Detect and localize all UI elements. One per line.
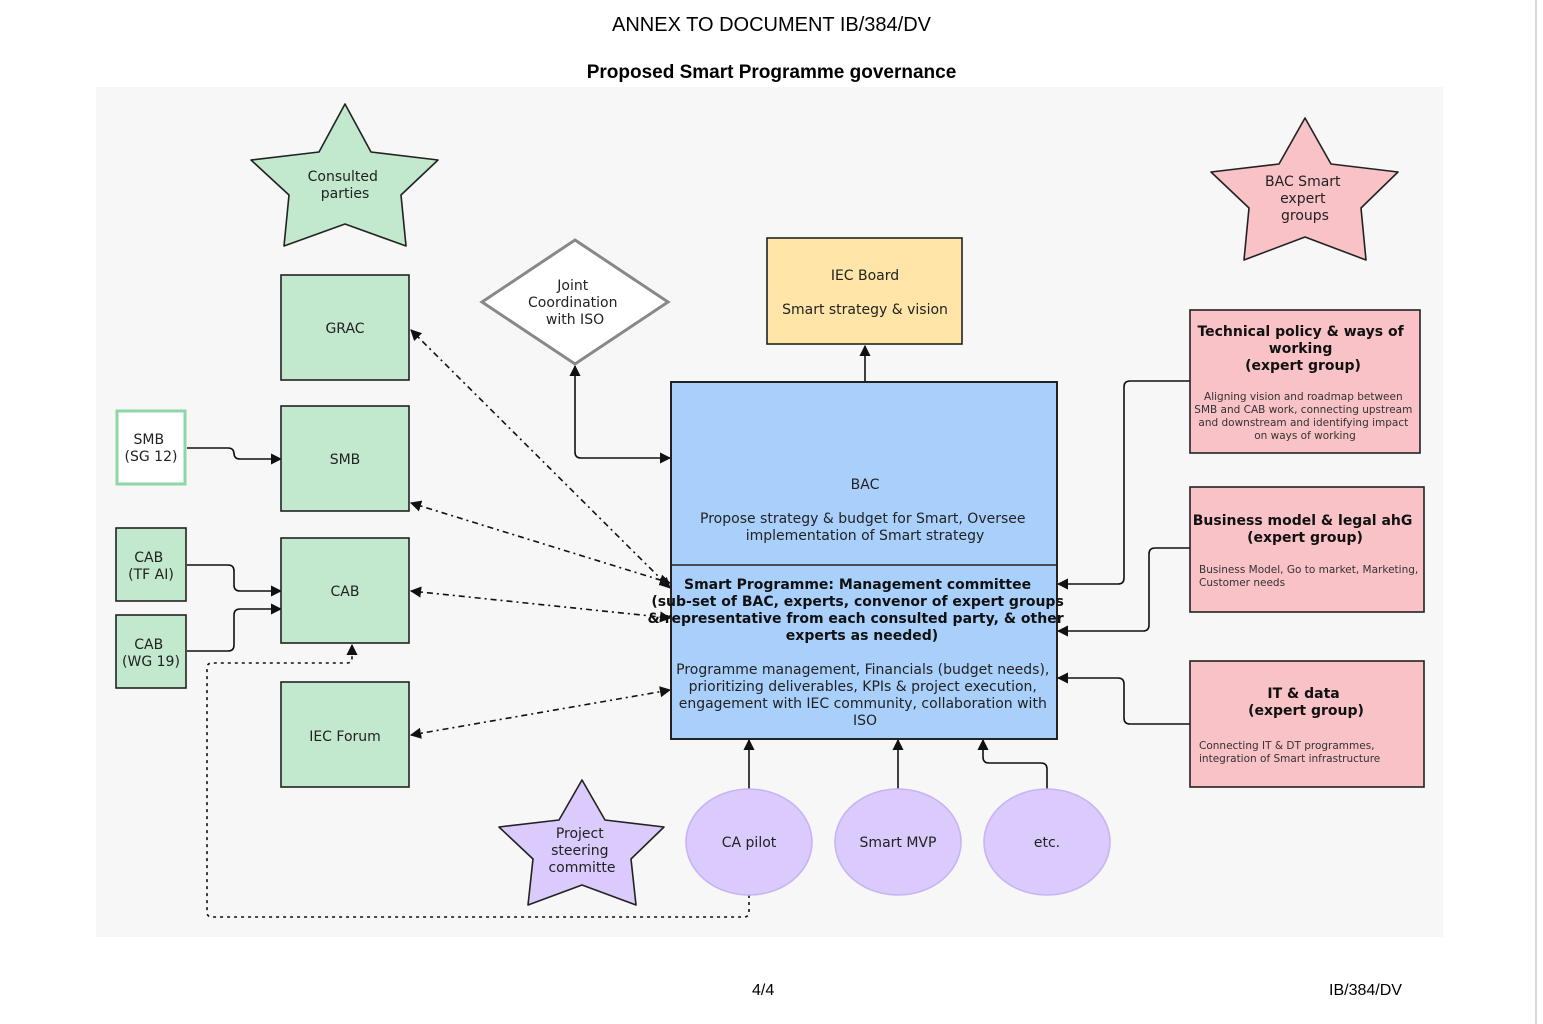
iec-board-box: IEC Board Smart strategy & vision [766,237,963,345]
svg-text:CAB: CAB [331,584,360,600]
connector-sg12-smb [187,447,283,465]
cab-tfai-box: CAB (TF AI) [115,527,187,602]
page-edge-divider [1535,0,1537,1024]
iec-board-title: IEC Board [831,268,899,284]
connector-pilot-cab [206,643,750,918]
project-steering-star: Project steering committe [498,779,665,906]
svg-text:BAC Smart expert g: BAC Smart expert groups [1265,174,1345,224]
svg-text:etc.: etc. [1034,835,1060,851]
svg-text:GRAC: GRAC [325,321,364,337]
cab-box: CAB [280,537,410,644]
svg-text:IT & data (expert group): IT & data (expert group) [1248,686,1364,719]
connector-it-mgmt [1056,672,1190,725]
smart-mvp-circle: Smart MVP [834,788,962,896]
management-committee-box: Smart Programme: Management committee (s… [648,577,1069,729]
annex-title: ANNEX TO DOCUMENT IB/384/DV [612,14,931,36]
svg-text:CA pilot: CA pilot [722,835,777,851]
connector-tech-mgmt [1056,380,1190,590]
svg-text:Business Model, Go to market,: Business Model, Go to market, Marketing,… [1199,564,1422,589]
cab-wg19-box: CAB (WG 19) [115,614,187,689]
connector-etc-mgmt [977,738,1048,789]
page-number: 4/4 [752,982,775,999]
diagram-title: Proposed Smart Programme governance [586,62,957,83]
connector-wg19-cab [187,603,283,652]
svg-text:Connecting IT & DT programmes,: Connecting IT & DT programmes, integrati… [1199,740,1380,765]
business-model-box: Business model & legal ahG (expert group… [1189,486,1425,613]
bac-box: BAC Propose strategy & budget for Smart,… [670,381,1058,740]
ca-pilot-circle: CA pilot [685,788,813,896]
connector-smb-mgmt [409,500,672,586]
document-reference: IB/384/DV [1329,982,1402,999]
svg-text:SMB: SMB [330,452,361,468]
bac-expert-groups-star: BAC Smart expert groups [1210,117,1399,261]
svg-text:Business model & legal ahG: Business model & legal ahG (expert group… [1193,513,1417,546]
svg-text:CAB (TF AI): CAB (TF AI) [128,550,174,583]
connector-business-mgmt [1056,547,1190,637]
connector-forum-mgmt [409,686,672,739]
connector-iso-bac [569,364,672,464]
svg-text:CAB (WG 19): CAB (WG 19) [122,637,180,670]
joint-coordination-diamond: Joint Coordination with ISO [479,238,671,366]
consulted-parties-star: Consulted parties [250,103,439,247]
svg-text:Technical policy & ways of: Technical policy & ways of working (expe… [1197,324,1408,374]
connector-cab-mgmt [409,586,672,623]
bac-description: Propose strategy & budget for Smart, Ove… [700,511,1030,544]
smb-sg12-box: SMB (SG 12) [115,409,187,486]
svg-text:SMB (SG 12): SMB (SG 12) [125,432,178,465]
technical-policy-box: Technical policy & ways of working (expe… [1189,309,1421,454]
smb-box: SMB [280,405,410,512]
it-data-box: IT & data (expert group) Connecting IT &… [1189,660,1425,788]
svg-text:Aligning vision and roadmap be: Aligning vision and roadmap between SMB … [1194,391,1415,442]
management-committee-body: Programme management, Financials (budget… [676,662,1054,729]
svg-text:Smart MVP: Smart MVP [860,835,937,851]
management-committee-heading: Smart Programme: Management committee (s… [648,577,1069,644]
iec-forum-box: IEC Forum [280,681,410,788]
bac-title: BAC [851,477,880,493]
svg-text:Consulted parties: Consulted parties [308,169,383,202]
grac-box: GRAC [280,274,410,381]
svg-text:Project steering c: Project steering committe [548,826,615,876]
svg-text:Joint Coordination: Joint Coordination with ISO [528,278,622,328]
iec-board-subtitle: Smart strategy & vision [782,302,948,318]
connector-tfai-cab [187,564,283,597]
etc-circle: etc. [983,788,1111,896]
svg-text:IEC Forum: IEC Forum [309,729,381,745]
